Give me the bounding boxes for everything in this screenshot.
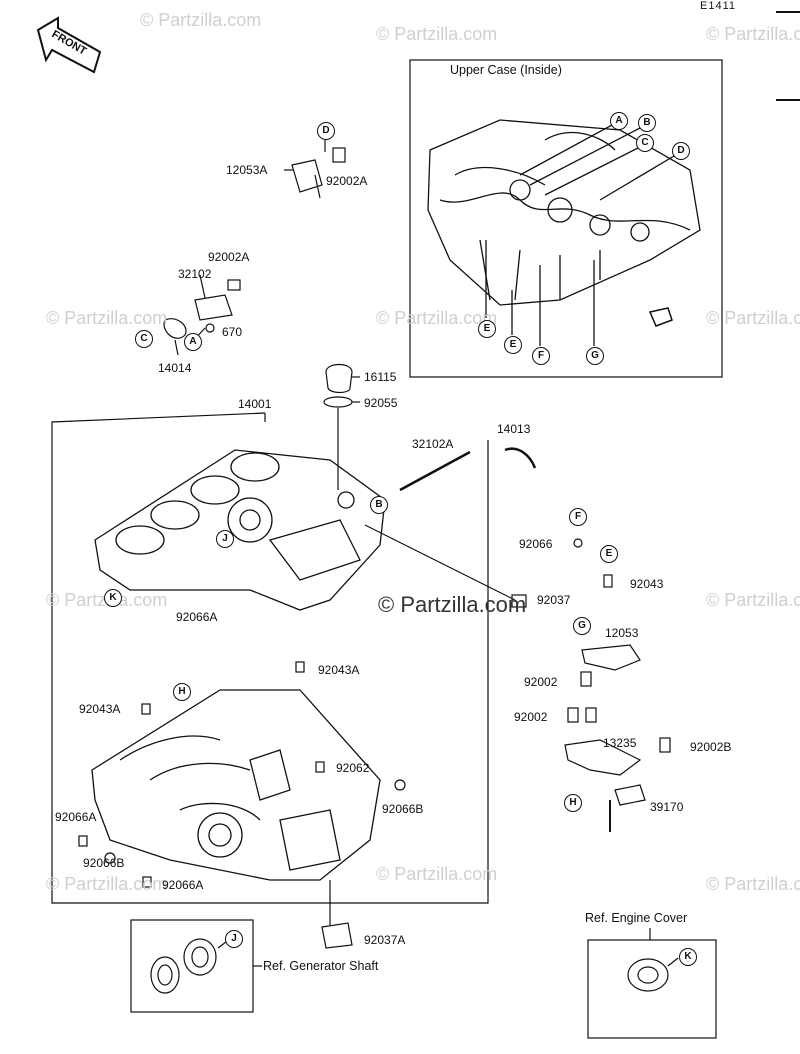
part-label[interactable]: 92066B (83, 856, 124, 870)
part-label[interactable]: 92037A (364, 933, 405, 947)
part-label[interactable]: 670 (222, 325, 242, 339)
watermark: © Partzilla.com (706, 874, 800, 895)
watermark: © Partzilla.com (706, 24, 800, 45)
ref-generator-shaft: Ref. Generator Shaft (263, 959, 378, 973)
callout-bubble: E (504, 336, 522, 354)
upper-case-title: Upper Case (Inside) (450, 63, 562, 77)
diagram-code: E1411 (700, 0, 736, 12)
callout-bubble: F (569, 508, 587, 526)
upper-case-box (410, 60, 722, 377)
lower-crankcase-drawing (92, 690, 380, 880)
part-label[interactable]: 92002A (208, 250, 249, 264)
callout-bubble: E (600, 545, 618, 563)
part-label[interactable]: 92066 (519, 537, 552, 551)
part-label[interactable]: 14001 (238, 397, 271, 411)
callout-bubble: K (104, 589, 122, 607)
bracket-12053A-drawing (284, 140, 345, 198)
oil-filler-cap-drawing (324, 365, 360, 491)
part-label[interactable]: 92055 (364, 396, 397, 410)
upper-crankcase-drawing (95, 450, 470, 610)
part-label[interactable]: 92043A (318, 663, 359, 677)
watermark: © Partzilla.com (706, 590, 800, 611)
crankcase-assembly-frame (52, 413, 488, 903)
callout-bubble: J (216, 530, 234, 548)
watermark: © Partzilla.com (46, 308, 167, 329)
part-label[interactable]: 32102A (412, 437, 453, 451)
watermark: © Partzilla.com (376, 24, 497, 45)
callout-bubble: B (638, 114, 656, 132)
part-label[interactable]: 92062 (336, 761, 369, 775)
part-label[interactable]: 92066A (162, 878, 203, 892)
callout-bubble: F (532, 347, 550, 365)
callout-bubble: A (610, 112, 628, 130)
part-label[interactable]: 92002B (690, 740, 731, 754)
callout-bubble: D (672, 142, 690, 160)
bracket-32102-drawing (164, 275, 240, 355)
watermark: © Partzilla.com (376, 864, 497, 885)
callout-bubble: J (225, 930, 243, 948)
callout-bubble: B (370, 496, 388, 514)
part-label[interactable]: 12053 (605, 626, 638, 640)
half-ring-14013 (505, 449, 535, 468)
callout-bubble: G (573, 617, 591, 635)
part-label[interactable]: 92002A (326, 174, 367, 188)
part-label[interactable]: 92066A (55, 810, 96, 824)
part-label[interactable]: 39170 (650, 800, 683, 814)
bracket-12053-drawing (582, 645, 640, 670)
part-label[interactable]: 92002 (514, 710, 547, 724)
part-label[interactable]: 92037 (537, 593, 570, 607)
callout-bubble: H (564, 794, 582, 812)
callout-bubble: C (636, 134, 654, 152)
part-label[interactable]: 92043 (630, 577, 663, 591)
part-92037A-drawing (322, 923, 352, 948)
watermark: © Partzilla.com (706, 308, 800, 329)
callout-bubble: C (135, 330, 153, 348)
part-label[interactable]: 92002 (524, 675, 557, 689)
part-label[interactable]: 32102 (178, 267, 211, 281)
watermark: © Partzilla.com (46, 874, 167, 895)
part-label[interactable]: 92043A (79, 702, 120, 716)
callout-bubble: E (478, 320, 496, 338)
part-label[interactable]: 16115 (364, 370, 396, 384)
callout-bubble: D (317, 122, 335, 140)
callout-bubble: K (679, 948, 697, 966)
part-label[interactable]: 92066A (176, 610, 217, 624)
part-label[interactable]: 13235 (603, 736, 636, 750)
part-label[interactable]: 14014 (158, 361, 191, 375)
callout-bubble: A (184, 333, 202, 351)
watermark: © Partzilla.com (140, 10, 261, 31)
callout-bubble: G (586, 347, 604, 365)
part-label[interactable]: 14013 (497, 422, 530, 436)
callout-bubble: H (173, 683, 191, 701)
part-label[interactable]: 92066B (382, 802, 423, 816)
watermark-main: © Partzilla.com (378, 592, 526, 618)
ref-engine-cover: Ref. Engine Cover (585, 911, 687, 925)
part-label[interactable]: 12053A (226, 163, 267, 177)
